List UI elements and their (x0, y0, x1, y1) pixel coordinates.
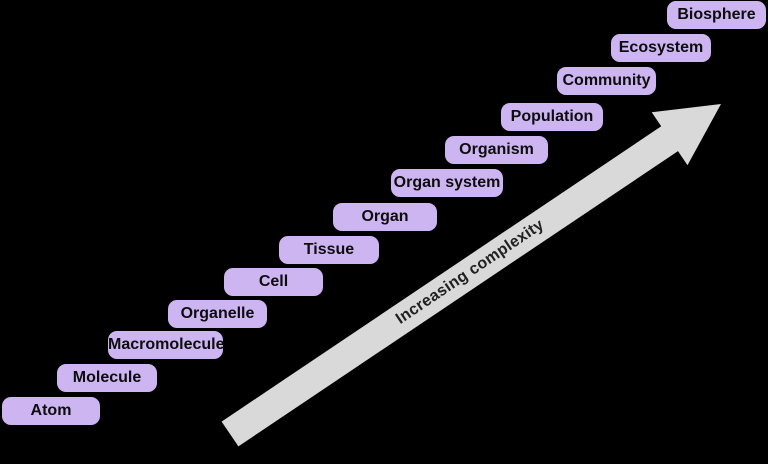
level-box-community: Community (557, 67, 656, 95)
level-box-biosphere: Biosphere (667, 1, 766, 29)
level-box-macromolecule: Macromolecule (108, 331, 224, 359)
level-box-tissue: Tissue (279, 236, 379, 264)
level-box-organ: Organ (333, 203, 437, 231)
level-box-atom: Atom (2, 397, 100, 425)
level-box-organ-system: Organ system (391, 169, 503, 197)
level-box-organelle: Organelle (168, 300, 267, 328)
arrow-label: Increasing complexity (393, 216, 547, 327)
level-box-molecule: Molecule (57, 364, 157, 392)
arrow-shape (221, 104, 721, 447)
level-box-cell: Cell (224, 268, 323, 296)
level-box-population: Population (501, 103, 603, 131)
level-box-organism: Organism (445, 136, 548, 164)
level-box-ecosystem: Ecosystem (611, 34, 711, 62)
